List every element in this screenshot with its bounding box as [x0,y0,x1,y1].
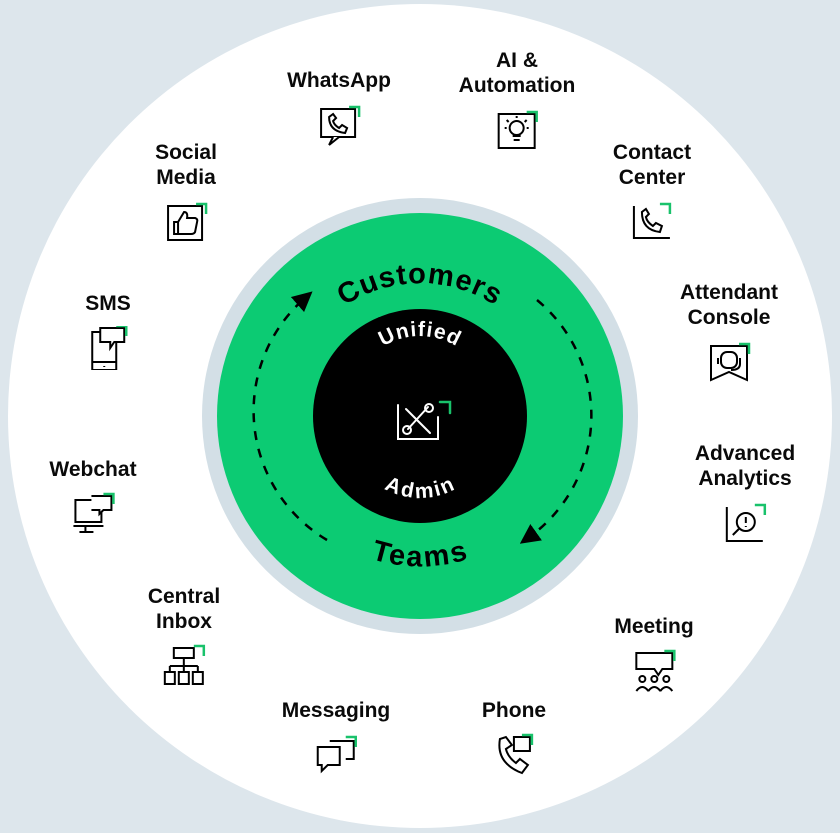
cycle-arrow-right [519,299,593,544]
meeting-icon [635,649,676,692]
feature-label: AI & [496,49,538,72]
feature-label: Attendant [680,281,778,304]
feature-label: Social [155,141,217,164]
feature-label: Messaging [281,699,391,722]
feature-label: Webchat [49,458,137,481]
feature-label: Meeting [614,615,694,638]
feature-meeting: Meeting [614,614,694,693]
tools-icon [397,400,452,440]
phone-icon [498,733,534,775]
feature-phone: Phone [482,698,546,777]
feature-label: Central [147,585,221,608]
contact-center-icon [632,202,672,239]
feature-label: Console [687,306,771,329]
cycle-arrow-left [252,291,328,542]
feature-label: WhatsApp [287,69,391,92]
messaging-icon [317,735,358,774]
feature-label: Media [156,166,216,189]
feature-label: Analytics [698,467,792,490]
analytics-search-icon [726,503,767,542]
feature-ai-automation: AI &Automation [458,48,576,152]
feature-webchat: Webchat [49,457,137,536]
feature-sms: SMS [85,291,131,370]
feature-label: Phone [481,699,547,722]
webchat-icon [72,492,115,533]
feature-label: SMS [85,292,131,315]
whatsapp-icon [319,105,361,146]
feature-label: Contact [612,141,692,164]
feature-label: Automation [458,74,576,97]
feature-label: Advanced [694,442,796,465]
feature-messaging: Messaging [281,698,391,777]
lightbulb-icon [498,110,539,149]
sms-icon [90,326,128,370]
headset-agent-icon [710,342,751,382]
feature-label: Center [618,166,686,189]
inbox-hierarchy-icon [163,644,206,685]
thumbs-up-icon [167,202,208,241]
feature-whatsapp: WhatsApp [287,68,391,147]
feature-label: Inbox [155,610,212,633]
